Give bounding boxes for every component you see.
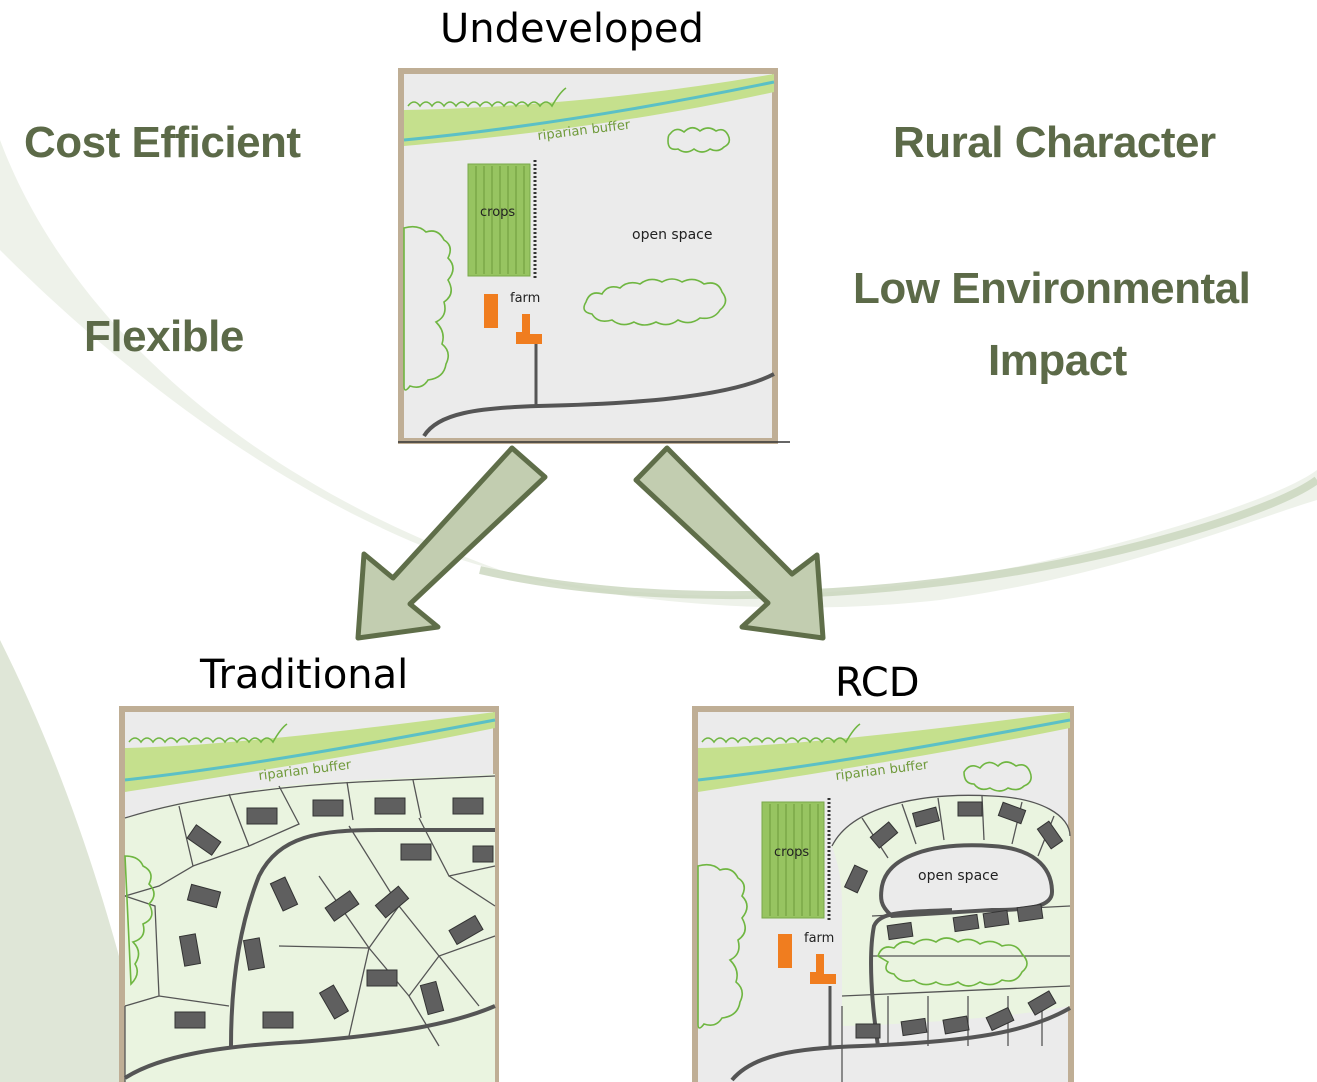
house <box>997 801 1027 825</box>
tree-clump-upper-right <box>963 761 1032 792</box>
house <box>982 909 1010 929</box>
house <box>1027 990 1057 1016</box>
house <box>855 1023 881 1039</box>
house <box>174 1011 206 1029</box>
open-space-area <box>879 843 1055 919</box>
rcd-caption: RCD <box>835 660 920 706</box>
road-main <box>730 1006 1072 1082</box>
house <box>374 885 410 919</box>
farm-label: farm <box>804 931 834 946</box>
flexible-label: Flexible <box>84 312 244 361</box>
crop-field <box>761 801 825 919</box>
traditional-map: riparian buffer <box>119 706 499 1082</box>
tree-clump-left <box>124 855 155 986</box>
house <box>178 933 202 967</box>
tree-line-top <box>407 87 567 108</box>
house <box>911 806 941 828</box>
tree-clump-middle <box>583 278 727 326</box>
house <box>957 801 983 817</box>
house <box>312 799 344 817</box>
house <box>985 1006 1015 1032</box>
tree-clump-left <box>403 225 454 391</box>
road <box>422 372 775 438</box>
farm-label: farm <box>510 291 540 306</box>
house <box>318 984 350 1020</box>
house <box>843 864 869 894</box>
tree-line-top <box>128 723 288 744</box>
crop-field <box>467 163 531 277</box>
tree-line-top <box>701 723 861 744</box>
tree-clump-left <box>697 863 748 1029</box>
house <box>366 969 398 987</box>
house <box>246 807 278 825</box>
house <box>374 797 406 815</box>
road-loop <box>869 908 953 1047</box>
house <box>1016 903 1044 923</box>
farm-building-1 <box>778 934 792 968</box>
open-space-label: open space <box>632 227 712 243</box>
undeveloped-caption: Undeveloped <box>440 6 704 52</box>
stream <box>403 80 775 142</box>
road-loop <box>229 828 495 1047</box>
stream <box>697 718 1071 782</box>
house <box>186 824 222 856</box>
house <box>448 914 484 946</box>
undeveloped-map: riparian buffer crops open space farm <box>398 68 790 444</box>
tree-clump-upper-right <box>667 126 731 153</box>
house <box>186 883 222 909</box>
house <box>400 843 432 861</box>
rural-character-label: Rural Character <box>893 118 1216 167</box>
house <box>452 797 484 815</box>
house <box>269 876 299 912</box>
house <box>419 980 445 1016</box>
farm-building-1 <box>484 294 498 328</box>
farm-building-2 <box>516 314 542 344</box>
house <box>472 845 494 863</box>
stream <box>124 718 496 782</box>
house <box>242 937 266 971</box>
house <box>262 1011 294 1029</box>
tree-clump-middle <box>877 937 1028 987</box>
house <box>886 921 914 941</box>
road-main <box>123 1004 496 1080</box>
traditional-caption: Traditional <box>200 652 409 698</box>
house <box>324 890 360 922</box>
crops-label: crops <box>480 205 515 220</box>
house <box>1036 820 1064 850</box>
low-environmental-label: Low Environmental <box>853 264 1251 313</box>
farm-building-2 <box>810 954 836 984</box>
crops-label: crops <box>774 845 809 860</box>
house <box>952 913 980 933</box>
house <box>869 821 899 849</box>
lots-area <box>125 774 495 1082</box>
rcd-map: riparian buffer open space crops farm <box>692 706 1074 1082</box>
impact-label: Impact <box>988 336 1127 385</box>
house <box>900 1017 928 1037</box>
cost-efficient-label: Cost Efficient <box>24 118 301 167</box>
open-space-label: open space <box>918 868 998 884</box>
house <box>942 1015 970 1035</box>
